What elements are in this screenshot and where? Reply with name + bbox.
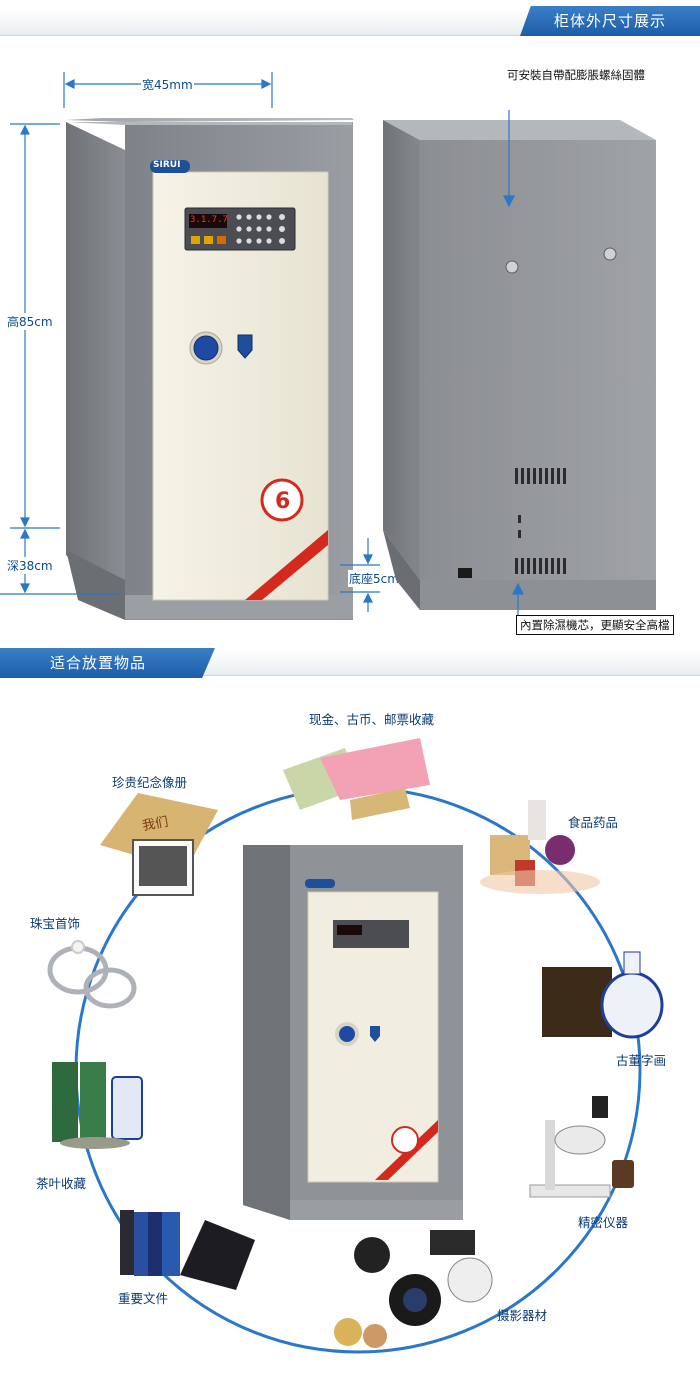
medicine-icon — [480, 800, 600, 894]
item-label-antique: 古董字画 — [616, 1053, 667, 1068]
dimension-height-label: 高85cm — [6, 313, 54, 330]
item-label-medicine: 食品药品 — [568, 815, 619, 830]
item-label-money: 现金、古币、邮票收藏 — [309, 712, 435, 727]
folder-icon — [120, 1210, 255, 1290]
section2-title: 适合放置物品 — [0, 648, 215, 678]
ring-icon — [47, 940, 137, 1009]
item-label-tea: 茶叶收藏 — [36, 1176, 87, 1191]
bolt-note: 可安裝自帶配膨脹螺絲固體 — [507, 68, 645, 82]
item-label-documents: 重要文件 — [118, 1291, 169, 1306]
antique-vase-icon — [542, 951, 664, 1039]
dehumidifier-note: 內置除濕機芯，更顯安全高檔 — [516, 615, 674, 635]
keypad-display: 3.1.7.7 — [190, 215, 228, 225]
back-cabinet — [383, 110, 656, 615]
badge-number: 6 — [275, 489, 291, 514]
photo-album-icon — [100, 793, 218, 896]
item-label-instrument: 精密仪器 — [578, 1215, 629, 1230]
section1-title: 柜体外尺寸展示 — [520, 6, 700, 36]
dimension-depth-label: 深38cm — [6, 557, 54, 574]
dimension-width-label: 宽45mm — [141, 76, 194, 93]
item-label-jewelry: 珠宝首饰 — [30, 916, 81, 931]
items-circle — [47, 738, 664, 1354]
tea-can-icon — [52, 1062, 143, 1149]
brand-logo: SIRUI — [153, 160, 181, 170]
camera-lens-icon — [334, 1230, 493, 1348]
item-label-camera: 摄影器材 — [497, 1308, 548, 1323]
microscope-icon — [529, 1096, 634, 1198]
item-label-album: 珍贵纪念像册 — [112, 775, 188, 790]
front-cabinet — [0, 72, 380, 620]
dimension-base-label: 底座5cm — [348, 570, 400, 587]
money-icon — [283, 738, 430, 820]
